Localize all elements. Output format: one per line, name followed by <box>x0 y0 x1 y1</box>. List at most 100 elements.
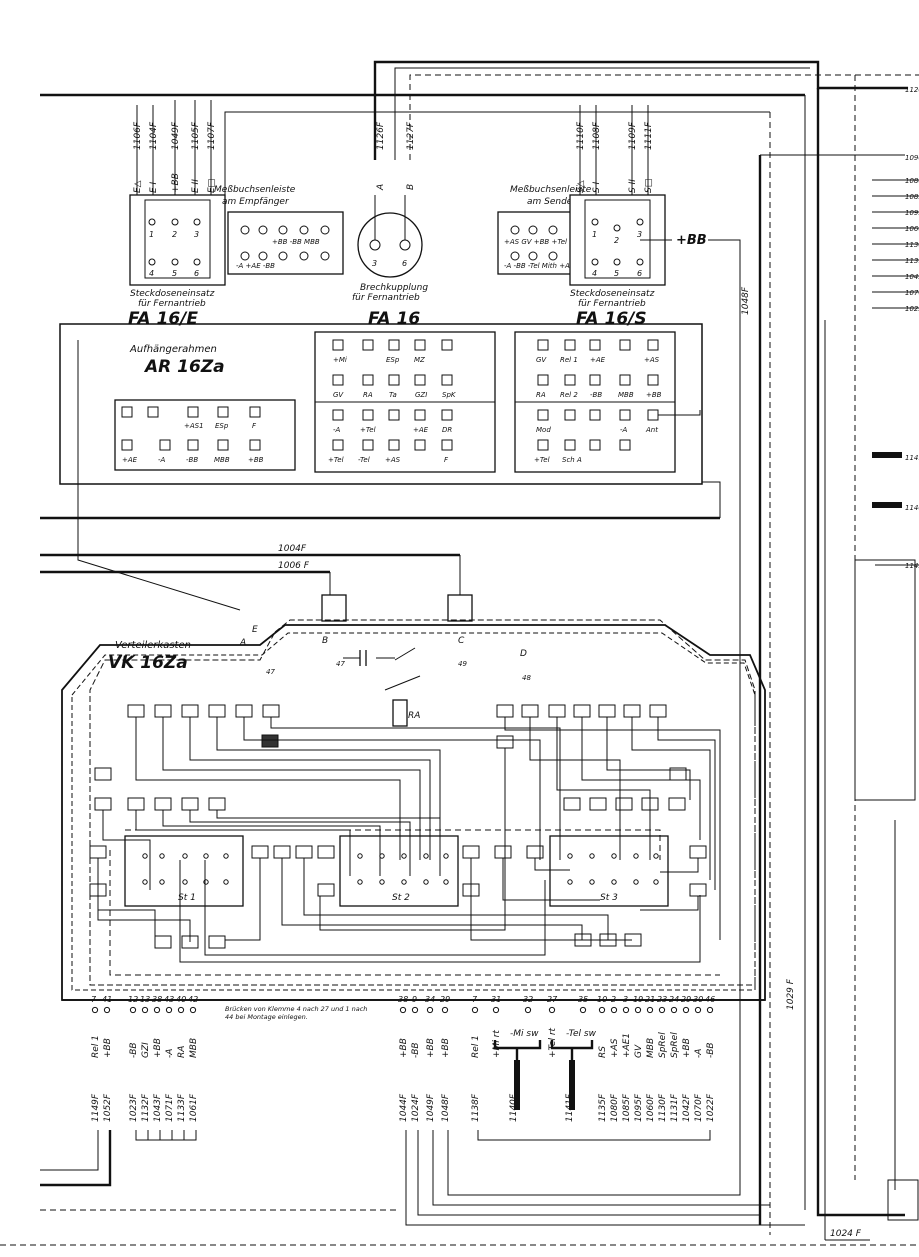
bt-r-6: 24 <box>669 995 679 1004</box>
wire-1107F: 1107F <box>207 121 217 150</box>
measure-strip-receiver: Meßbuchsenleiste am Empfänger +BB -BB MB… <box>214 185 344 275</box>
bw-r-9: 1022F <box>706 1093 716 1122</box>
fam-lbl-15: F <box>444 456 449 464</box>
mid-wires: 1004F 1006 F <box>40 340 721 622</box>
distribution-box-vk16za: Verteilerkasten VK 16Za A B C D E 47 47 … <box>61 619 766 1014</box>
far-lbl-9: Mod <box>536 426 551 434</box>
bs-m-0: +BB <box>399 1038 409 1058</box>
bt-r-2: 3 <box>623 995 628 1004</box>
far-lbl-10: -A <box>620 426 628 434</box>
bw-r-6: 1131F <box>670 1093 680 1122</box>
bt-l-5: 43 <box>164 995 174 1004</box>
right-wire-1060: 1060 <box>905 225 919 233</box>
bs-m-2: +BB <box>426 1038 436 1058</box>
strip-contacts <box>142 853 659 885</box>
bs-l-5: -A <box>165 1049 175 1058</box>
wire-1127F: 1127F <box>406 121 416 150</box>
bb-label: +BB <box>676 233 707 248</box>
bw-r-8: 1070F <box>694 1093 704 1122</box>
bt-r-0: 10 <box>597 995 607 1004</box>
bt-m-0: 38 <box>398 995 408 1004</box>
bt-r-7: 29 <box>681 995 691 1004</box>
bw-m-4: 1138F <box>471 1093 481 1122</box>
bs-r-4: MBB <box>646 1038 656 1058</box>
bs-m-8: -Tel sw <box>566 1029 597 1039</box>
sig-s-sq: S□ <box>644 179 654 193</box>
far-lbl-5: Rel 2 <box>560 391 578 399</box>
right-wire-1145: 1145 <box>905 562 919 570</box>
far-lbl-4: RA <box>536 391 546 399</box>
ar-lbl-ae: +AE <box>122 456 138 464</box>
switch-d: D <box>520 649 527 659</box>
bs-m-1: -BB <box>411 1042 421 1058</box>
fam-lbl-2: MZ <box>414 356 425 364</box>
fa16s-name: FA 16/S <box>576 309 647 329</box>
fam-lbl-1: ESp <box>386 356 400 364</box>
right-wire-1131: 1131 <box>905 257 919 265</box>
bw-l-2: 1023F <box>129 1093 139 1122</box>
bt-l-7: 42 <box>188 995 198 1004</box>
wire-1105F: 1105F <box>191 121 201 150</box>
bw-m-0: 1044F <box>399 1093 409 1122</box>
strip-st2: St 2 <box>392 893 410 903</box>
svg-text:6: 6 <box>402 259 407 268</box>
far-lbl-6: -BB <box>590 391 602 399</box>
bw-l-5: 1071F <box>165 1093 175 1122</box>
wire-1104F: 1104F <box>149 121 159 150</box>
switch-num-3: 48 <box>522 674 531 682</box>
fam-lbl-10: +AE <box>413 426 429 434</box>
sig-e-tri: E△ <box>133 180 143 193</box>
svg-text:2: 2 <box>614 236 619 245</box>
wire-1111F: 1111F <box>644 121 654 150</box>
bt-m-5: 31 <box>491 995 501 1004</box>
ar-lbl-a: -A <box>158 456 166 464</box>
far-lbl-8: +BB <box>646 391 662 399</box>
fam-lbl-0: +Mi <box>333 356 347 364</box>
bw-m-1: 1024F <box>411 1093 421 1122</box>
right-wire-1042: 1042 <box>905 273 919 281</box>
sig-e1: E I <box>149 181 159 193</box>
bw-l-0: 1149F <box>91 1093 101 1122</box>
top-vertical-wires <box>136 100 649 195</box>
bw-l-7: 1061F <box>189 1093 199 1122</box>
fa16-title2: für Fernantrieb <box>352 293 420 303</box>
bt-l-2: 12 <box>128 995 138 1004</box>
right-edge-wires <box>854 179 919 1190</box>
right-wire-1080: 1080 <box>905 177 919 185</box>
right-wire-1070: 1070 <box>905 289 919 297</box>
far-lbl-2: +AE <box>590 356 606 364</box>
fa16s-title1: Steckdoseneinsatz <box>570 289 655 299</box>
messe-row2: -A +AE -BB <box>236 262 275 270</box>
fam-lbl-3: GV <box>333 391 344 399</box>
sig-b: B <box>406 184 416 190</box>
bw-r-7: 1042F <box>682 1093 692 1122</box>
svg-text:5: 5 <box>614 269 619 278</box>
vk-terminal-blocks <box>89 704 707 949</box>
bt-l-0: 7 <box>91 995 97 1004</box>
right-wire-labels: 1120 1090 1080 1085 1095 1060 1130 1131 … <box>905 86 919 570</box>
bt-m-8: 35 <box>578 995 588 1004</box>
bs-r-7: +BB <box>682 1038 692 1058</box>
wire-1048F: 1048F <box>741 286 751 315</box>
ar-lbl-pbb: +BB <box>248 456 264 464</box>
bw-r-2: 1085F <box>622 1093 632 1122</box>
top-bus-lines <box>40 60 919 1240</box>
bt-m-6: 32 <box>523 995 533 1004</box>
bottom-terminals-row <box>62 999 765 1014</box>
switch-b: B <box>322 636 328 646</box>
fa16-title1: Brechkupplung <box>360 283 428 293</box>
svg-text:3: 3 <box>194 230 199 239</box>
sig-s2: S II <box>628 179 638 193</box>
sig-s-tri: S△ <box>576 180 586 193</box>
bt-m-7: 27 <box>547 995 558 1004</box>
wire-1106F: 1106F <box>133 121 143 150</box>
bs-l-7: MBB <box>189 1038 199 1058</box>
sig-bb: +BB <box>171 173 181 193</box>
fa16e-title2: für Fernantrieb <box>138 299 206 309</box>
fam-lbl-4: RA <box>363 391 373 399</box>
bs-l-6: RA <box>177 1046 187 1058</box>
switch-num-2: 49 <box>458 660 467 668</box>
fam-lbl-6: GZI <box>415 391 427 399</box>
bs-r-3: GV <box>634 1044 644 1058</box>
